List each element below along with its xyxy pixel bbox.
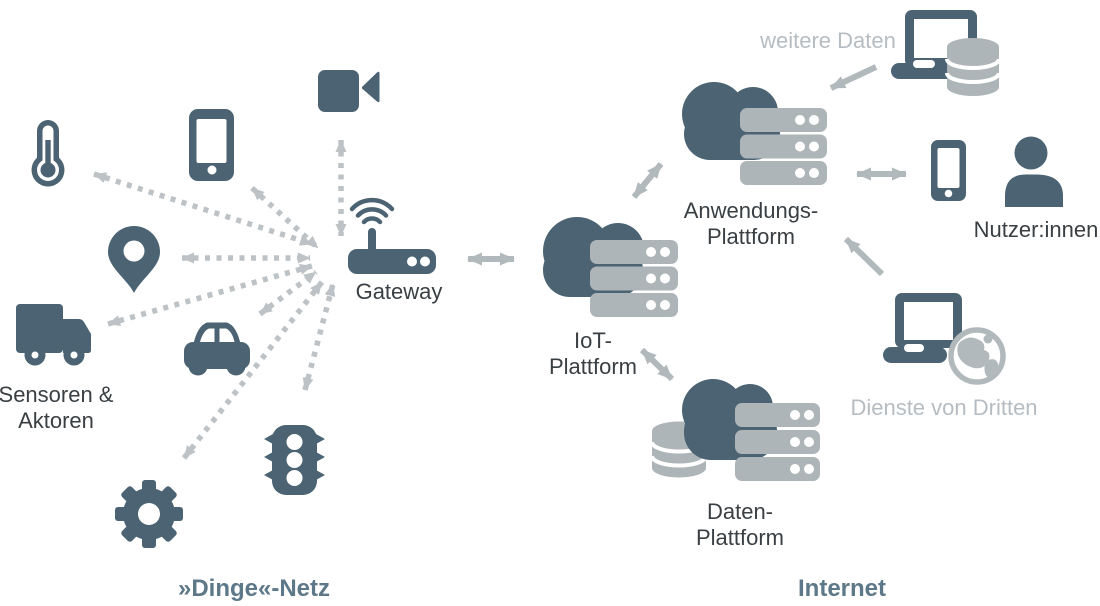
server-stack-icon: [740, 108, 827, 185]
dotted-arrow-traffic-light: [302, 283, 336, 391]
location-pin-icon: [108, 226, 160, 293]
smartphone-icon: [931, 140, 966, 201]
truck-icon: [16, 304, 91, 366]
arrow-externaldata-application: [829, 64, 878, 91]
gear-icon: [115, 480, 183, 548]
dotted-arrow-smartphone: [250, 185, 320, 251]
dotted-arrow-gear: [181, 280, 325, 460]
sensors-actuators-label-line1: Sensoren &: [0, 382, 114, 407]
server-stack-icon: [590, 240, 678, 317]
dotted-arrow-car: [258, 269, 318, 317]
sensors-actuators-label-line2: Aktoren: [18, 408, 94, 433]
iot-platform-label-line2: Plattform: [548, 354, 638, 379]
smartphone-icon: [189, 109, 234, 181]
application-platform-label-line1: Anwendungs-: [683, 198, 819, 223]
database-icon: [945, 38, 1001, 96]
car-icon: [184, 322, 250, 376]
iot-platform-icon: [543, 217, 678, 317]
thermometer-icon: [31, 120, 65, 187]
data-platform-label-line1: Daten-: [706, 499, 774, 524]
arrow-iot-data: [639, 347, 675, 382]
users-icons: [931, 136, 1063, 207]
application-platform-label-line2: Plattform: [706, 224, 796, 249]
arrow-iot-application: [631, 162, 664, 199]
external-data-label: weitere Daten: [760, 28, 896, 53]
laptop-globe-icon: [883, 293, 1006, 385]
laptop-icon: [883, 293, 962, 363]
gateway-label: Gateway: [355, 279, 443, 304]
users-label: Nutzer:innen: [973, 217, 1099, 242]
third-party-label: Dienste von Dritten: [850, 395, 1038, 420]
internet-section-label: Internet: [797, 575, 887, 602]
iot-platform-label-line1: IoT-: [574, 328, 612, 353]
globe-icon: [948, 327, 1006, 385]
traffic-light-icon: [264, 425, 325, 495]
server-stack-icon: [735, 403, 820, 481]
things-net-section-label: »Dinge«-Netz: [177, 575, 331, 602]
wifi-router-icon: [348, 197, 436, 274]
video-camera-icon: [318, 70, 380, 112]
data-platform-icon: [650, 379, 820, 481]
person-icon: [1005, 136, 1063, 207]
laptop-database-icon: [891, 10, 1001, 96]
data-platform-label-line2: Plattform: [695, 525, 785, 550]
application-platform-icon: [682, 82, 827, 185]
arrow-thirdparty-application: [843, 236, 885, 277]
dotted-arrow-thermometer: [93, 171, 313, 247]
